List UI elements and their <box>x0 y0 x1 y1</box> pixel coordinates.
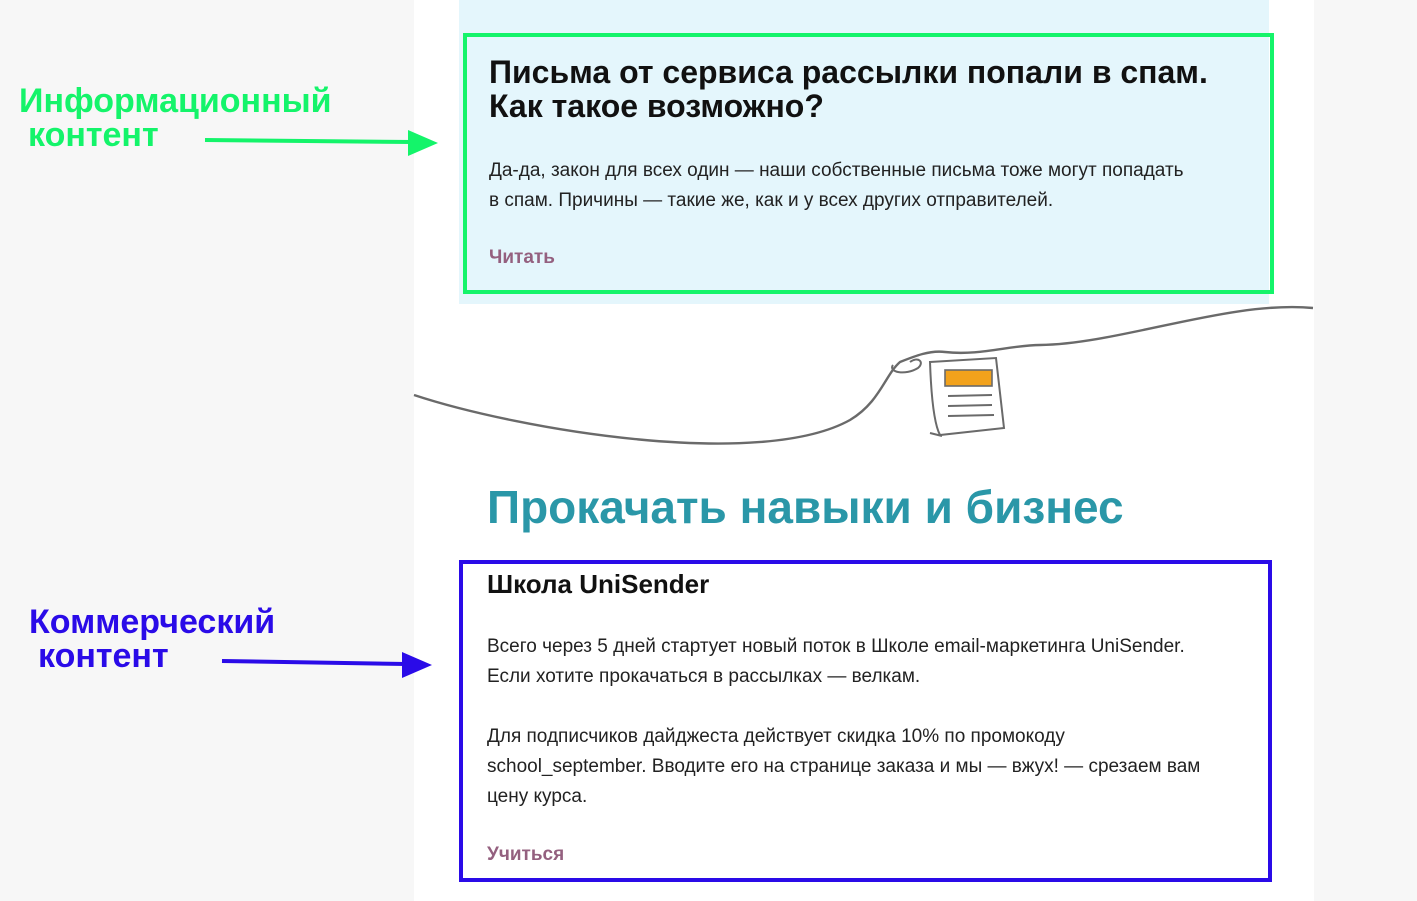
school-paragraph-2: Для подписчиков дайджеста действует скид… <box>487 722 1247 812</box>
commercial-arrow-icon <box>221 652 432 678</box>
learn-link[interactable]: Учиться <box>487 844 565 865</box>
school-paragraph-1-line-2: Если хотите прокачаться в рассылках — ве… <box>487 666 921 687</box>
school-paragraph-1-line-1: Всего через 5 дней стартует новый поток … <box>487 636 1185 657</box>
commercial-content-frame <box>459 560 1272 882</box>
commercial-annotation-line-2: контент <box>38 637 169 675</box>
school-paragraph-2-line-3: цену курса. <box>487 786 588 807</box>
info-arrow-icon <box>204 130 438 156</box>
info-annotation-line-2: контент <box>28 116 159 154</box>
info-annotation-line-1: Информационный <box>19 82 332 120</box>
school-paragraph-1: Всего через 5 дней стартует новый поток … <box>487 632 1247 692</box>
article-description: Да-да, закон для всех один — наши собств… <box>489 156 1229 216</box>
newsletter-document-icon <box>928 356 1006 437</box>
commercial-annotation-line-1: Коммерческий <box>29 603 276 641</box>
article-title-line-1: Письма от сервиса рассылки попали в спам… <box>489 54 1208 90</box>
article-title: Письма от сервиса рассылки попали в спам… <box>489 55 1259 123</box>
school-title: Школа UniSender <box>487 569 710 599</box>
info-content-frame <box>463 33 1274 294</box>
school-paragraph-2-line-1: Для подписчиков дайджеста действует скид… <box>487 726 1065 747</box>
article-description-line-1: Да-да, закон для всех один — наши собств… <box>489 160 1184 181</box>
article-description-line-2: в спам. Причины — такие же, как и у всех… <box>489 190 1054 211</box>
article-title-line-2: Как такое возможно? <box>489 88 824 124</box>
article-block-background <box>459 0 1269 304</box>
section-heading: Прокачать навыки и бизнес <box>487 481 1124 533</box>
info-content-annotation: Информационный контент <box>19 84 332 152</box>
read-link[interactable]: Читать <box>489 247 555 268</box>
commercial-content-annotation: Коммерческий контент <box>29 605 275 673</box>
school-paragraph-2-line-2: school_september. Вводите его на страниц… <box>487 756 1201 777</box>
